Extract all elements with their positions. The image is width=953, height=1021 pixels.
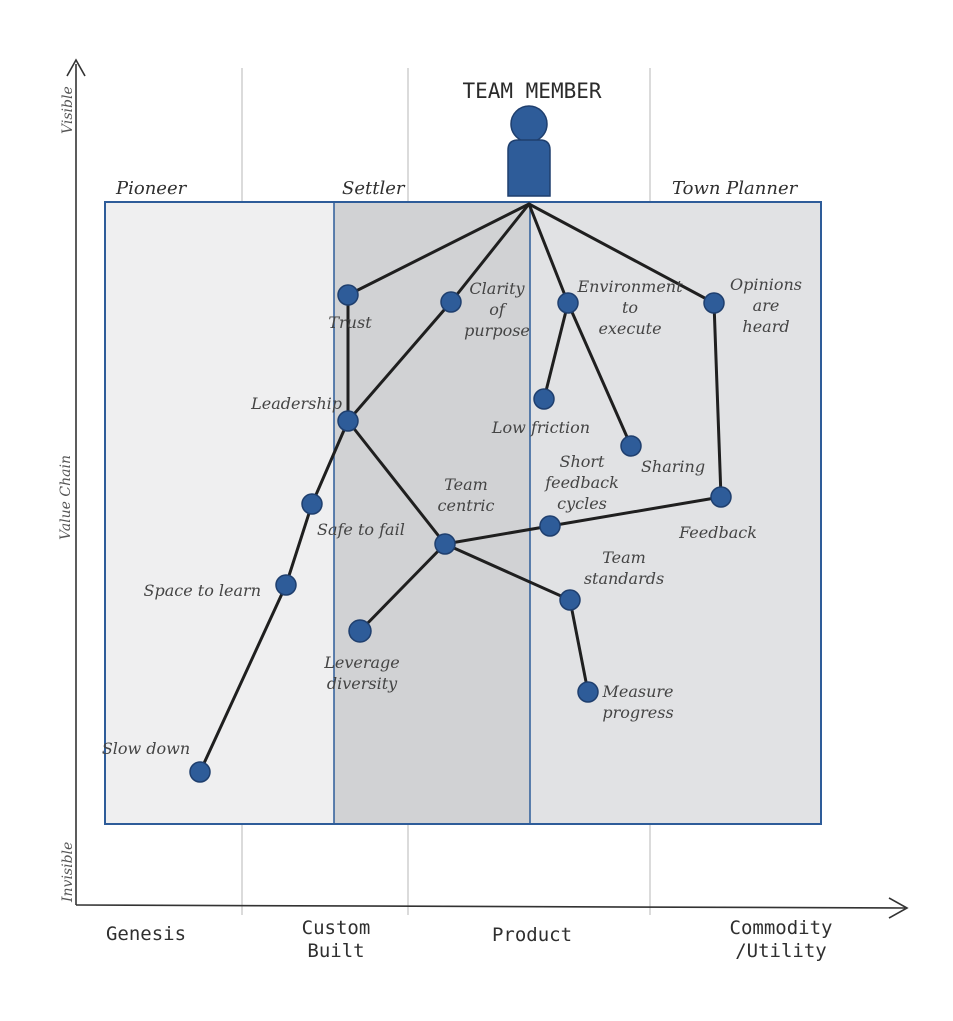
node-label-slow-down: Slow down — [102, 739, 190, 758]
node-dot-short-feedback — [539, 515, 561, 537]
node-dot-clarity — [440, 291, 462, 313]
node-leadership: Leadership — [250, 394, 359, 432]
node-label-low-friction: Low friction — [491, 418, 590, 437]
edge-environment-to-low-friction — [542, 301, 570, 401]
node-dot-team-centric — [434, 533, 456, 555]
edge-opinions-to-feedback — [712, 301, 723, 499]
edge-team-centric-to-team-standards — [443, 542, 572, 602]
node-space-to-learn: Space to learn — [144, 574, 297, 600]
node-label-leadership: Leadership — [250, 394, 342, 413]
node-label-feedback: Feedback — [678, 523, 757, 542]
node-dot-leadership — [337, 410, 359, 432]
edge-team-member-to-opinions — [527, 202, 716, 305]
node-dot-leverage-diversity — [348, 619, 372, 643]
node-dot-safe-to-fail — [301, 493, 323, 515]
edge-team-member-to-clarity — [449, 202, 531, 304]
edge-clarity-to-leadership — [346, 300, 453, 423]
band-settler — [334, 202, 530, 824]
phase-label-town-planner: Town Planner — [672, 178, 799, 199]
edge-leadership-to-safe-to-fail — [310, 419, 350, 506]
node-dot-low-friction — [533, 388, 555, 410]
node-feedback: Feedback — [678, 486, 757, 542]
node-dot-trust — [337, 284, 359, 306]
node-dot-opinions — [703, 292, 725, 314]
edge-team-standards-to-measure-progress — [568, 598, 590, 694]
x-axis-line — [75, 904, 906, 909]
node-sharing: Sharing — [620, 435, 705, 476]
stage-label-commodity-utility: Commodity/Utility — [730, 917, 833, 962]
edge-team-centric-to-leverage-diversity — [358, 542, 447, 633]
edge-environment-to-sharing — [566, 301, 633, 448]
edge-team-member-to-environment — [527, 202, 570, 305]
phase-label-pioneer: Pioneer — [115, 178, 188, 199]
node-label-trust: Trust — [328, 313, 372, 332]
node-dot-measure-progress — [577, 681, 599, 703]
node-trust: Trust — [328, 284, 372, 332]
stage-label-product: Product — [492, 924, 572, 946]
y-axis-label-invisible: Invisible — [60, 842, 76, 903]
node-low-friction: Low friction — [491, 388, 590, 437]
y-axis-label-value-chain: Value Chain — [58, 455, 74, 540]
edge-space-to-learn-to-slow-down — [198, 583, 288, 774]
team-member-title: TEAM MEMBER — [462, 79, 601, 103]
node-dot-sharing — [620, 435, 642, 457]
phase-bands — [104, 201, 822, 825]
team-member-person-icon — [507, 105, 551, 197]
node-label-safe-to-fail: Safe to fail — [317, 520, 405, 539]
axes — [66, 58, 909, 919]
node-dot-space-to-learn — [275, 574, 297, 596]
x-axis-arrowhead — [888, 897, 909, 919]
node-dot-slow-down — [189, 761, 211, 783]
band-pioneer — [105, 202, 334, 824]
edges — [198, 202, 723, 774]
band-frame — [104, 201, 822, 825]
phase-label-settler: Settler — [342, 178, 406, 199]
node-label-space-to-learn: Space to learn — [144, 581, 261, 600]
node-safe-to-fail: Safe to fail — [301, 493, 405, 539]
node-slow-down: Slow down — [102, 739, 211, 783]
y-axis-arrowhead — [66, 58, 86, 77]
edge-team-member-to-trust — [346, 202, 531, 297]
stage-label-genesis: Genesis — [106, 923, 186, 945]
node-dot-environment — [557, 292, 579, 314]
edge-team-centric-to-short-feedback — [443, 524, 552, 546]
node-dot-team-standards — [559, 589, 581, 611]
edge-safe-to-fail-to-space-to-learn — [284, 502, 314, 587]
edge-short-feedback-to-feedback — [548, 495, 723, 528]
y-axis-label-visible: Visible — [60, 86, 76, 134]
node-dot-feedback — [710, 486, 732, 508]
edge-leadership-to-team-centric — [346, 419, 447, 546]
band-town-planner — [530, 202, 821, 824]
node-label-sharing: Sharing — [641, 457, 705, 476]
